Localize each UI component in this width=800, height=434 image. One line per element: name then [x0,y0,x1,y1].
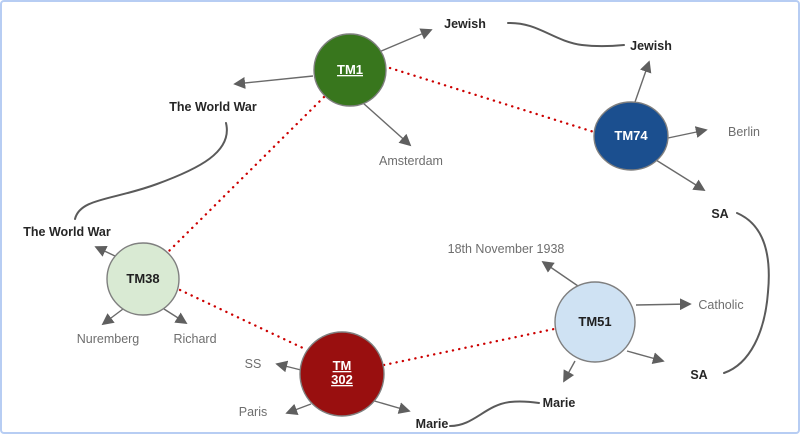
arrow-tm1-amsterdam [363,103,410,145]
term-label-catholic: Catholic [698,298,743,312]
arrow-tm1-jewish [379,30,431,52]
term-link-sa [724,213,769,373]
term-label-jewish-top: Jewish [444,17,486,31]
arrow-tm51-marie [564,361,575,381]
dotted-link-tm1-tm74 [390,68,594,132]
node-tm38-label: TM38 [126,271,159,286]
term-label-jewish-right: Jewish [630,39,672,53]
dotted-link-tm1-tm38 [168,97,324,252]
term-label-sa-right: SA [711,207,728,221]
term-label-berlin: Berlin [728,125,760,139]
term-label-richard: Richard [173,332,216,346]
term-label-amsterdam: Amsterdam [379,154,443,168]
term-label-marie-right: Marie [543,396,576,410]
term-label-sa-lower: SA [690,368,707,382]
dotted-link-tm302-tm51 [384,329,554,365]
arrow-tm51-sa [627,351,663,361]
arrow-tm74-berlin [668,130,706,138]
arrow-tm38-richard [164,309,186,323]
arrow-tm1-world-war [235,76,313,84]
term-label-paris: Paris [239,405,267,419]
term-label-world-war-left: The World War [23,225,111,239]
node-tm302-label-line1: TM [333,358,352,373]
term-link-world-war [75,123,227,219]
term-label-date: 18th November 1938 [448,242,565,256]
term-label-world-war-top: The World War [169,100,257,114]
node-tm1-label: TM1 [337,62,363,77]
arrow-tm74-sa [656,160,704,190]
arrow-tm302-ss [277,364,301,370]
arrow-tm38-world-war [96,247,115,256]
node-tm51-label: TM51 [578,314,611,329]
arrow-tm302-paris [287,404,311,413]
term-label-ss: SS [245,357,262,371]
term-link-marie [450,402,539,426]
arrow-tm38-nuremberg [103,309,123,324]
arrow-tm74-jewish [635,62,649,102]
node-tm74-label: TM74 [614,128,648,143]
arrow-tm51-catholic [636,304,690,305]
term-link-jewish [508,23,624,46]
node-tm302-label-line2: 302 [331,372,353,387]
term-label-nuremberg: Nuremberg [77,332,140,346]
arrow-tm51-date [543,262,578,286]
term-label-marie-center: Marie [416,417,449,431]
arrow-tm302-marie [371,400,409,411]
